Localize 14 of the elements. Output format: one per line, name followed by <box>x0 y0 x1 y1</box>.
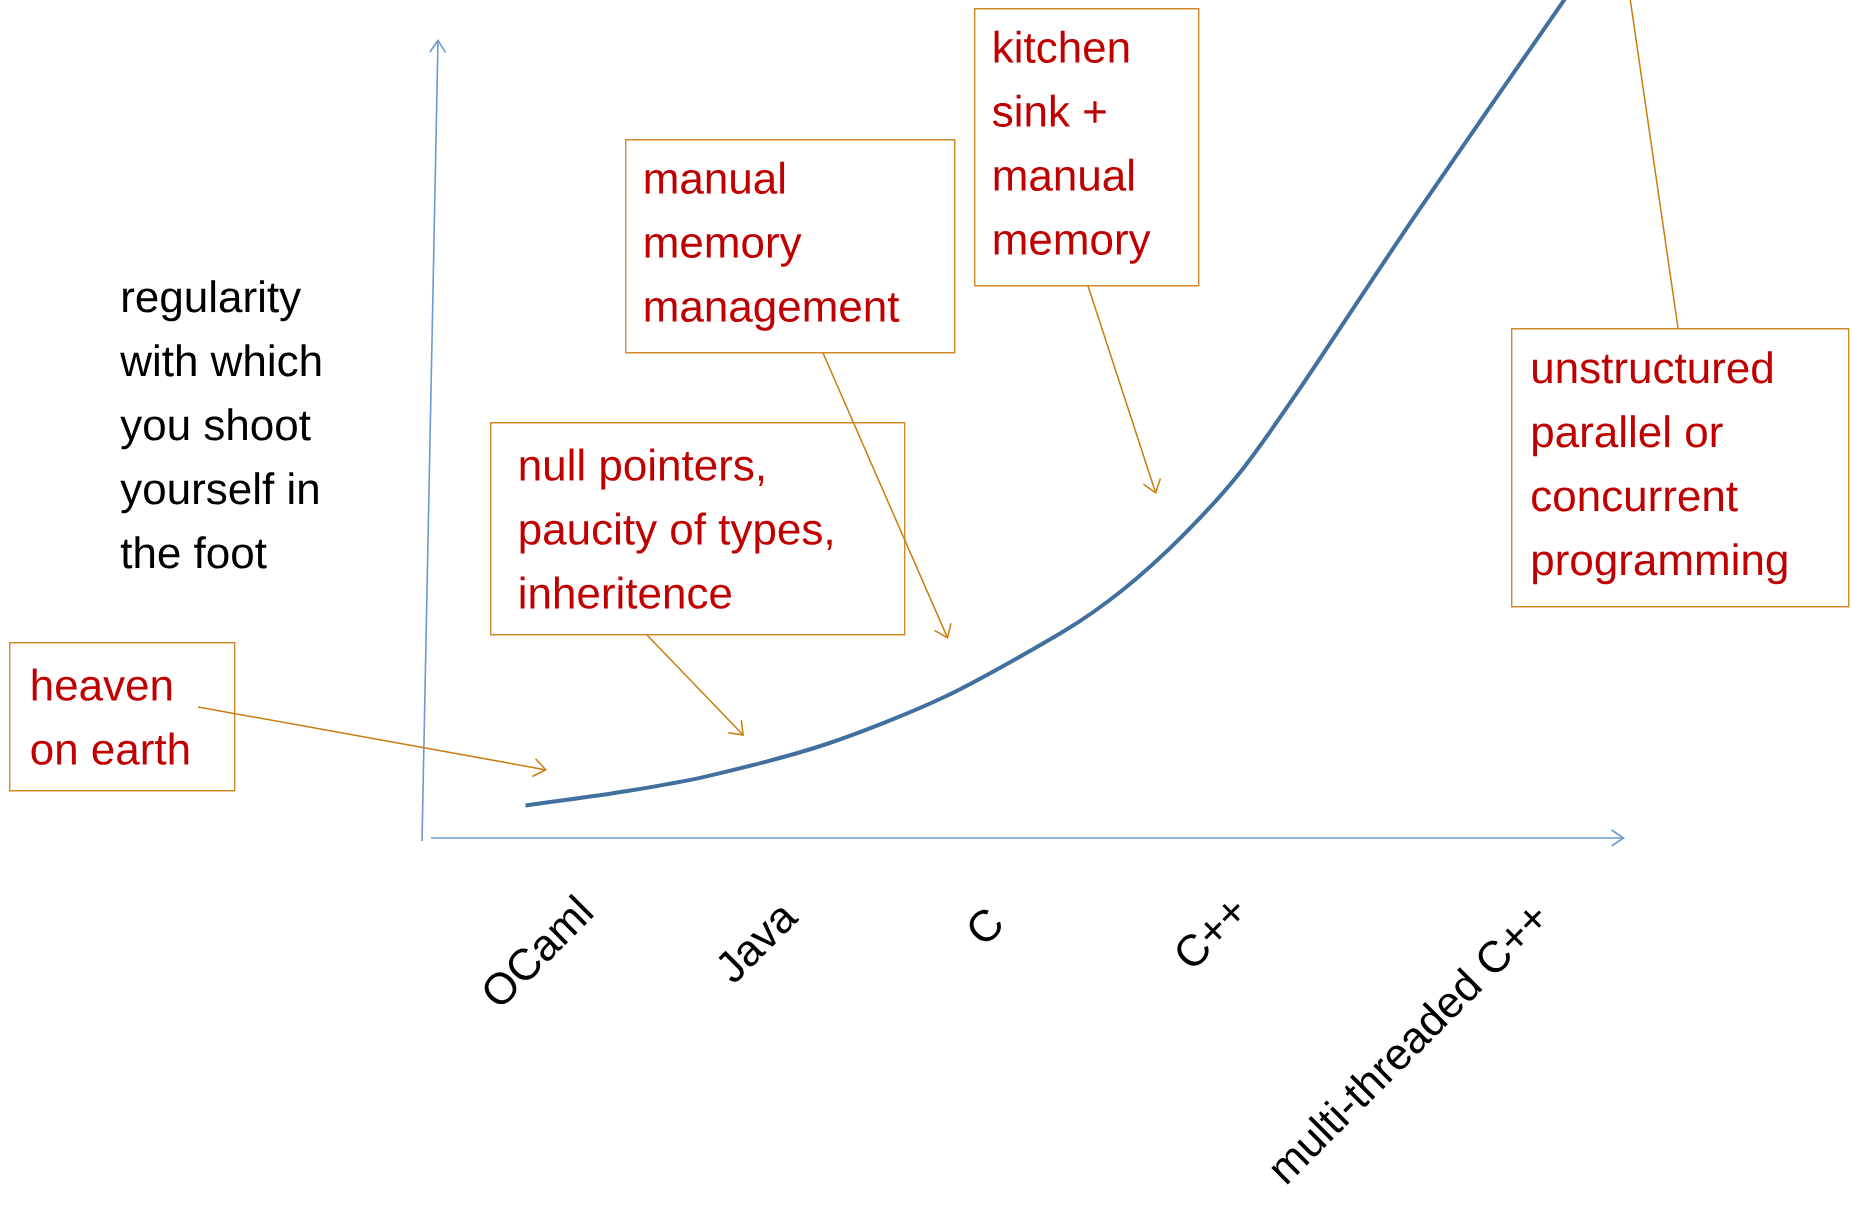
callout-box: kitchen sink + manual memory <box>974 8 1200 287</box>
tick-label: Java <box>718 908 800 982</box>
callout-box: heaven on earth <box>9 642 236 792</box>
tick-label: C++ <box>1177 903 1240 966</box>
leader-line <box>1629 0 1679 329</box>
callout-box: null pointers, paucity of types, inheritence <box>490 422 906 636</box>
arrow <box>646 634 744 736</box>
callout-box: unstructured parallel or concurrent programming <box>1511 328 1850 608</box>
arrow <box>822 352 952 639</box>
arrow <box>1087 285 1162 494</box>
arrow <box>197 706 547 778</box>
callout-box: manual memory management <box>625 139 956 354</box>
axis-label: regularity with which you shoot yourself in the foot <box>120 280 321 569</box>
tick-label: C <box>969 909 1001 942</box>
